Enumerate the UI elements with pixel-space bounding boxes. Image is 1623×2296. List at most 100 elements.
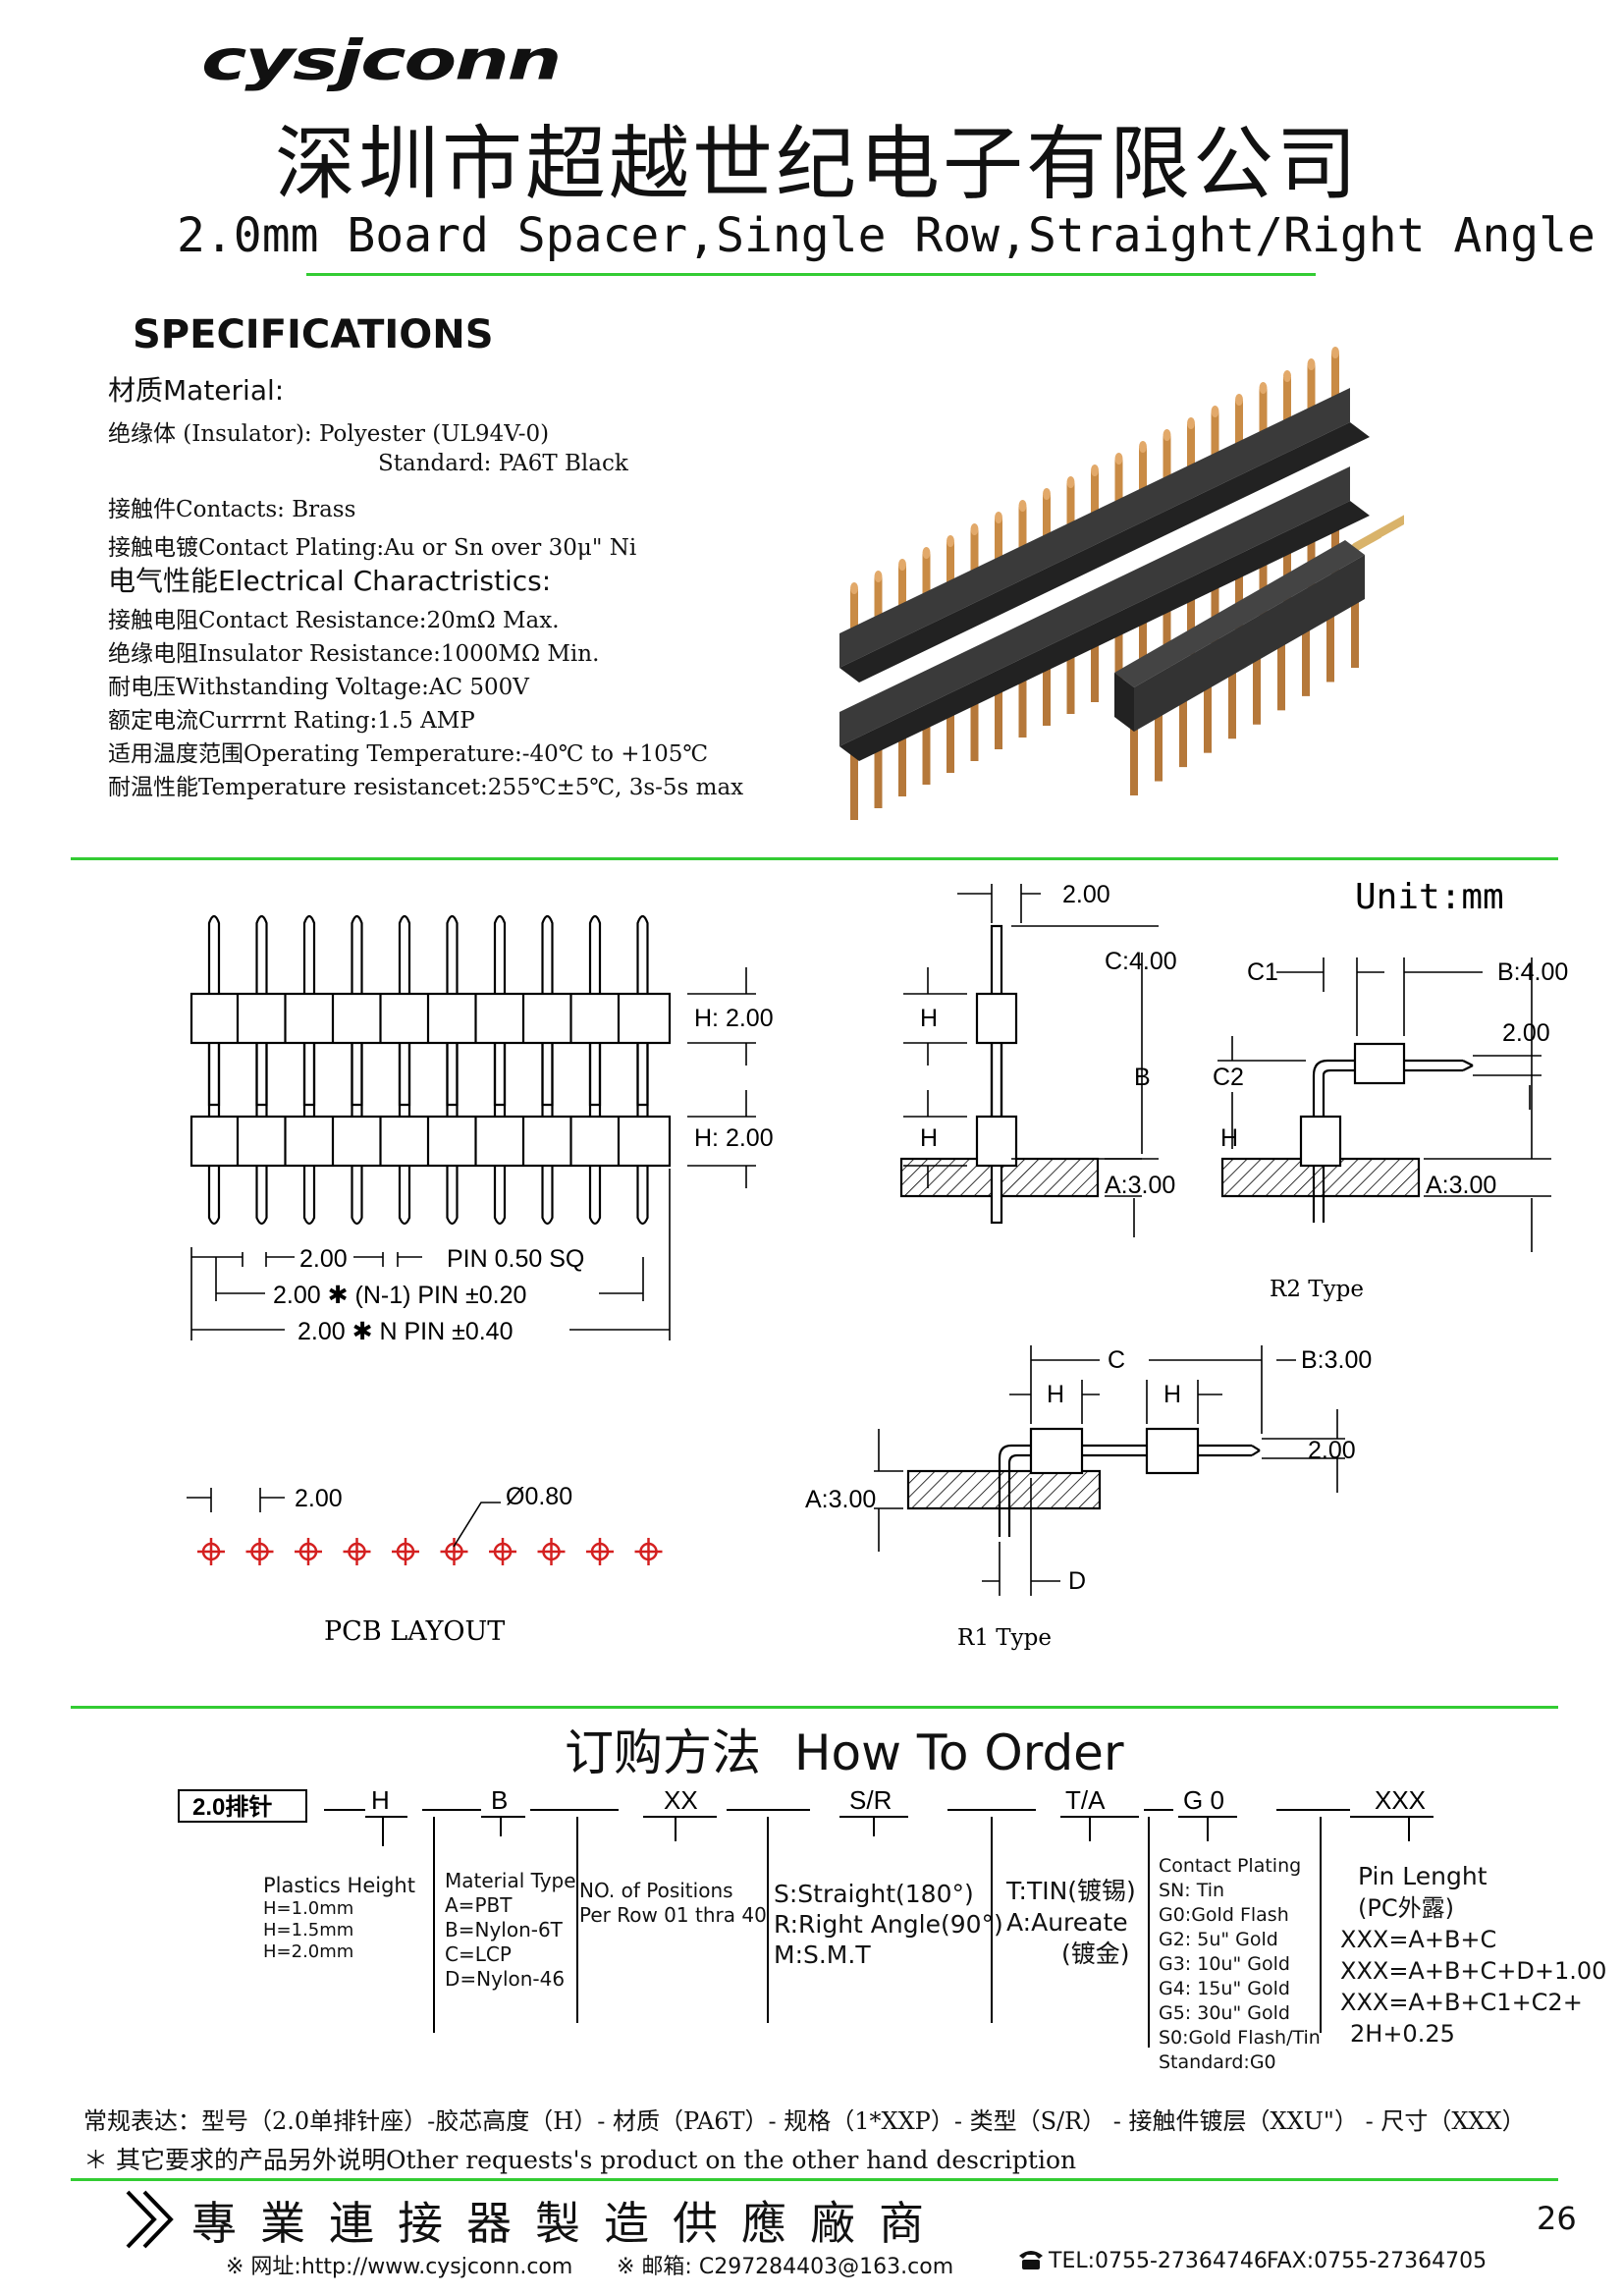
photo-pin-tip [947,535,954,547]
order-code-xx: XX [664,1785,698,1815]
side-view [899,924,1100,1225]
photo-pin [1163,598,1171,667]
photo-pin [898,566,906,615]
order-code-diagram: 2.0排针 H B XX S/R T/A G 0 XXX [178,1785,1434,2048]
photo-pin-tip [1331,347,1339,358]
photo-pin [1018,507,1027,556]
order-title-en: How To Order [793,1724,1124,1781]
photo-pin [1187,424,1195,473]
photo-pin [1139,610,1147,679]
photo-pin [874,577,883,627]
front-pin-bottom [398,1157,411,1226]
photo-pin [1114,460,1123,509]
order-code-b: B [491,1785,508,1815]
front-pin-bottom [351,1157,363,1226]
photo-pin [1259,551,1268,620]
pcb-layout-label: PCB LAYOUT [324,1616,505,1647]
spec-contacts: 接触件Contacts: Brass [108,497,356,522]
front-n-label: 2.00 ✱ N PIN ±0.40 [298,1318,514,1345]
photo-pin-tip [1139,441,1147,453]
front-pin-bottom [636,1157,649,1226]
spec-insulator-resistance: 绝缘电阻Insulator Resistance:1000MΩ Min. [108,641,600,667]
front-pin-bottom [493,1157,507,1226]
r2-pitch-label: 2.00 [1502,1019,1550,1047]
photo-pin [1187,586,1195,655]
front-view [189,914,672,1226]
order-code-part: 2.0排针 [192,1793,272,1821]
photo-pin-tip [1018,500,1027,512]
r1-c-label: C [1108,1346,1125,1374]
straight-header-pins [850,347,1339,820]
photo-pin [850,589,858,638]
photo-pin [995,519,1002,568]
logo-text: cysjconn [201,28,560,92]
order-type: S:Straight(180°) R:Right Angle(90°) M:S.… [774,1880,1003,1969]
fax-text: FAX:0755-27364705 [1267,2249,1488,2273]
photo-pin-tip [1066,476,1075,488]
material-heading: 材质Material: [108,374,285,407]
order-finish: T:TIN(镀锡) A:Aureate (镀金) [1006,1877,1136,1968]
order-contact-plating: Contact Plating SN: Tin G0:Gold Flash G2… [1159,1855,1321,2073]
photo-ra-pin-down [1130,727,1138,795]
photo-pin-tip [1235,394,1243,406]
tel-text: TEL:0755-27364746 [1049,2249,1268,2273]
photo-ra-pin-down [1179,698,1187,768]
footer-divider [71,2178,1558,2181]
specs-title: SPECIFICATIONS [133,312,494,357]
photo-pin-tip [1283,370,1291,382]
photo-pin [922,716,931,785]
photo-pin-tip [1307,358,1316,370]
order-code-ta: T/A [1065,1785,1106,1815]
photo-pin [1283,377,1291,426]
photo-pin [1307,365,1316,414]
front-pin-bottom [207,1157,221,1226]
email-text: ※ 邮箱: C297284403@163.com [617,2255,954,2279]
photo-ra-pin-down [1277,641,1285,711]
technical-drawings: H: 2.00 H: 2.00 2.00 PIN 0.50 SQ 2.00 ✱ … [187,877,1568,1651]
header-divider [306,273,1316,276]
photo-ra-pin-down [1351,599,1359,668]
order-code-h: H [371,1785,390,1815]
photo-ra-pin-down [1302,627,1310,696]
front-pin-bottom [255,1157,268,1226]
order-code-g0: G 0 [1183,1785,1224,1815]
front-pin-bottom [541,1157,554,1226]
r1-h1-label: H [1047,1381,1064,1408]
photo-pin [1331,354,1339,403]
photo-pin [1259,389,1268,438]
side-c-label: C:4.00 [1105,948,1177,975]
r2-type-label: R2 Type [1270,1277,1364,1302]
rightangle-body [1114,540,1365,687]
order-code-xxx: XXX [1375,1785,1426,1815]
photo-pin [1066,645,1075,714]
photo-ra-pin [1353,515,1404,551]
photo-pin [1043,657,1051,726]
spec-voltage: 耐电压Withstanding Voltage:AC 500V [108,675,529,700]
photo-pin-tip [1187,417,1195,429]
front-h1-label: H: 2.00 [694,1005,774,1032]
photo-pin [1163,436,1171,485]
order-pin-length: Pin Lenght (PC外露) XXX=A+B+C XXX=A+B+C+D+… [1340,1862,1607,2048]
photo-pin [970,692,979,761]
unit-label: Unit:mm [1355,877,1504,917]
photo-pin-tip [1043,488,1051,500]
photo-pin [1091,633,1099,702]
website-text: ※ 网址:http://www.cysjconn.com [226,2255,573,2279]
spec-insulator: 绝缘体 (Insulator): Polyester (UL94V-0) [108,421,550,447]
side-pitch-label: 2.00 [1062,881,1110,908]
photo-pin-tip [995,512,1002,523]
straight-body-top [839,388,1350,668]
r1-type-label: R1 Type [957,1625,1052,1651]
pcb-pitch-label: 2.00 [295,1485,343,1512]
photo-ra-pin-down [1155,712,1163,782]
order-title-cn: 订购方法 [565,1724,761,1781]
photo-pin [1235,563,1243,631]
straight-body-bottom [839,466,1350,746]
r1-b-label: B:3.00 [1301,1346,1372,1374]
standard-expression: 常规表达：型号（2.0单排针座）-胶芯高度（H）- 材质（PA6T）- 规格（1… [83,2107,1526,2135]
order-title: 订购方法 How To Order [565,1714,1124,1784]
photo-pin-tip [1259,382,1268,394]
r2-h-label: H [1220,1124,1238,1152]
section-divider-2 [71,1706,1558,1709]
photo-pin-tip [922,547,931,559]
